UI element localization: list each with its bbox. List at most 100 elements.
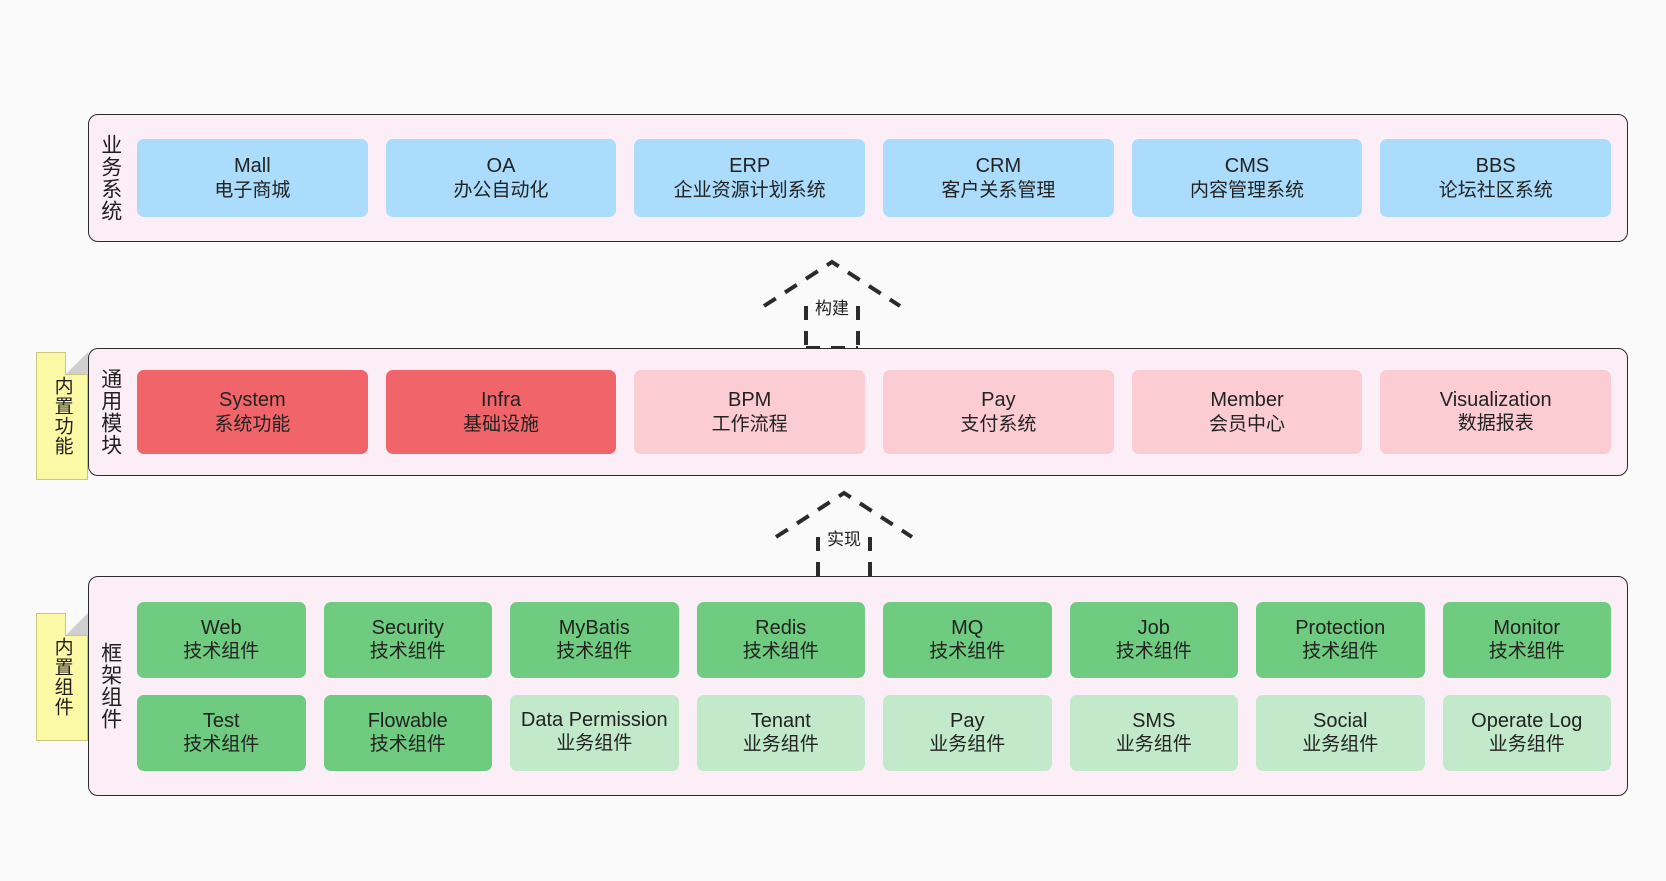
card-title: Test	[202, 709, 240, 732]
card-subtitle: 工作流程	[711, 413, 788, 435]
card-title: SMS	[1132, 709, 1176, 732]
card-title: Mall	[234, 155, 271, 178]
sticky-note-builtin-features: 内置功能	[36, 352, 88, 480]
card-title: CMS	[1224, 155, 1270, 178]
card-title: Protection	[1295, 616, 1386, 639]
connector-build-label: 构建	[813, 294, 851, 319]
card-subtitle: 技术组件	[1115, 641, 1192, 663]
card-title: CRM	[975, 155, 1022, 178]
card-title: Pay	[950, 709, 985, 732]
card-subtitle: 数据报表	[1457, 412, 1534, 434]
card-subtitle: 技术组件	[742, 641, 819, 663]
card-subtitle: 业务组件	[742, 734, 819, 756]
card-subtitle: 支付系统	[960, 413, 1037, 435]
card-title: Social	[1313, 709, 1368, 732]
card-subtitle: 基础设施	[463, 413, 540, 435]
card-title: Pay	[981, 389, 1016, 412]
card-title: Flowable	[367, 709, 448, 732]
build-arrowhead	[762, 259, 902, 308]
connector-implement: 实现	[772, 489, 916, 581]
layer-title-business: 业务系统	[98, 134, 122, 222]
card-subtitle: 技术组件	[369, 734, 446, 756]
card-title: Security	[371, 616, 444, 639]
card-subtitle: 办公自动化	[453, 179, 549, 201]
card-title: Monitor	[1493, 616, 1561, 639]
card-title: Visualization	[1439, 388, 1552, 411]
card-title: Redis	[755, 616, 807, 639]
sticky-note-builtin-components-label: 内置组件	[51, 637, 73, 717]
card-title: MQ	[951, 616, 984, 639]
card-subtitle: 业务组件	[929, 734, 1006, 756]
card-subtitle: 会员中心	[1209, 413, 1286, 435]
card-title: BPM	[728, 389, 772, 412]
card-subtitle: 技术组件	[1488, 641, 1565, 663]
card-title: Web	[200, 616, 242, 639]
card-subtitle: 业务组件	[1115, 734, 1192, 756]
sticky-note-builtin-components: 内置组件	[36, 613, 88, 741]
card-subtitle: 技术组件	[369, 641, 446, 663]
card-title: BBS	[1475, 155, 1516, 178]
card-subtitle: 技术组件	[929, 641, 1006, 663]
sticky-note-builtin-features-label: 内置功能	[51, 376, 73, 456]
card-title: Tenant	[750, 709, 811, 732]
card-subtitle: 论坛社区系统	[1438, 179, 1553, 201]
card-subtitle: 业务组件	[1302, 734, 1379, 756]
layer-title-module: 通用模块	[98, 368, 122, 456]
card-subtitle: 电子商城	[214, 179, 291, 201]
card-title: Operate Log	[1471, 709, 1583, 732]
card-title: Job	[1137, 616, 1170, 639]
card-subtitle: 客户关系管理	[941, 179, 1056, 201]
card-subtitle: 系统功能	[214, 413, 291, 435]
card-title: ERP	[729, 155, 771, 178]
layer-title-framework: 框架组件	[98, 642, 122, 730]
card-title: MyBatis	[558, 616, 630, 639]
card-title: Infra	[480, 389, 522, 412]
card-title: Data Permission	[520, 709, 668, 732]
card-title: OA	[486, 155, 516, 178]
connector-build: 构建	[760, 258, 904, 350]
card-subtitle: 技术组件	[556, 641, 633, 663]
card-subtitle: 企业资源计划系统	[673, 179, 826, 201]
card-subtitle: 业务组件	[1488, 734, 1565, 756]
implement-arrowhead	[774, 490, 914, 539]
